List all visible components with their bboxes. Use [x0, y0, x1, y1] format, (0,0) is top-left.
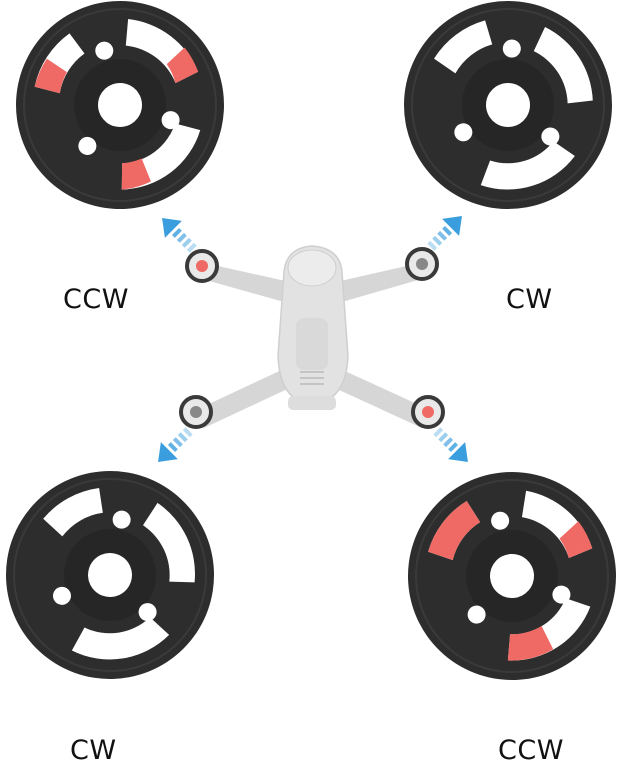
label-top-right: CW	[506, 284, 553, 315]
label-top-left: CCW	[63, 284, 129, 315]
label-bottom-right: CCW	[498, 735, 564, 766]
label-bottom-left: CW	[70, 735, 117, 766]
drone-icon	[179, 245, 445, 429]
motor-top-right	[405, 247, 439, 281]
propeller-ring-bottom-left	[6, 471, 214, 679]
propeller-ring-top-right	[404, 1, 612, 209]
propeller-ring-bottom-right	[408, 472, 616, 680]
motor-bottom-left	[179, 395, 213, 429]
motor-top-left	[185, 249, 219, 283]
direction-arrow-icon	[158, 216, 468, 462]
propeller-ring-top-left	[16, 1, 224, 209]
motor-bottom-right	[411, 395, 445, 429]
